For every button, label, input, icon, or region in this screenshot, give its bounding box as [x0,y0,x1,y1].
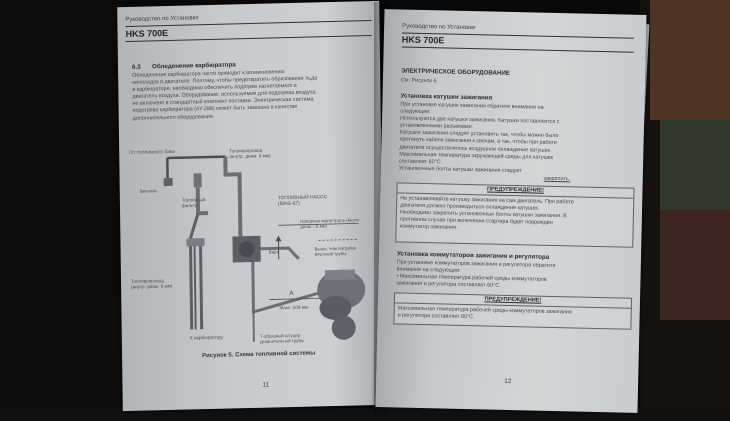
left-page-number: 11 [262,381,270,389]
label-above-intake: Выше, чем патрубоквпускной трубы [315,245,357,256]
left-page: Руководство по Установке HKS 700E 6.3 Об… [117,0,385,412]
warning-box-2: ПРЕДУПРЕЖДЕНИЕ! Максимальная температура… [393,292,633,330]
right-header-rule-2 [401,46,634,53]
ignition-coil-last-word: закрепить. [543,175,571,183]
ignition-coil-body: При установке катушек зажигания обратите… [398,101,560,175]
section-title-carb-icing: Обледенение карбюратора [151,61,236,71]
section-title-electrical: ЭЛЕКТРИЧЕСКОЕ ОБОРУДОВАНИЕ [401,67,511,77]
right-page: Руководство по Установке HKS 700E ЭЛЕКТР… [375,9,647,413]
fuel-system-schematic [163,155,366,342]
label-pressure-line: Напорная магистраль (внутр.диам. - 6 мм) [300,217,360,229]
see-figure-6: См. Рисунок 6. [400,77,438,85]
diagram-labels: От топливного бака Топливопровод(внутр. … [129,148,360,344]
warning-box-1: ПРЕДУПРЕЖДЕНИЕ! Не устанавливайте катушк… [395,182,635,248]
section-number: 6.3 [131,63,141,71]
left-page-model: HKS 700E [125,28,169,40]
warning-2-body: Максимальная температура рабочей среды к… [397,305,572,321]
ignition-modules-body: При установке коммутаторов зажигания и р… [396,259,556,290]
label-fuel-line-left: Топливопровод(внутр. диам. 6 мм) [131,278,173,290]
label-to-carburetor: К карбюратору [190,335,224,342]
label-filter: Топливныйфильтр [182,196,206,208]
label-fuel-pump: ТОПЛИВНЫЙ НАСОС(BING-67) [278,192,328,207]
warning-1-body: Не устанавливайте катушку зажигания на с… [399,195,574,232]
right-page-number: 12 [504,377,512,386]
label-valve: Вентиль [140,188,159,193]
label-A: А [289,290,294,297]
subsection-ignition-coil: Установка катушки зажигания [400,92,493,102]
label-top: Верх [269,249,280,254]
section-body-carb-icing: Обледенение карбюратора часто приводит к… [132,69,318,122]
label-max-length: Макс. 500 мм [279,305,308,311]
left-page-header: Руководство по Установке [125,15,199,24]
right-page-model: HKS 700E [401,34,445,46]
fuel-system-diagram: От топливного бака Топливопровод(внутр. … [127,139,378,357]
label-from-tank: От топливного бака [129,149,175,156]
label-t-fitting: Т-образный штуцеруравнительной трубы [260,333,304,344]
label-fuel-line-top: Топливопровод(внутр. диам. 6 мм) [229,148,271,160]
right-page-header: Руководство по Установке [402,23,476,32]
